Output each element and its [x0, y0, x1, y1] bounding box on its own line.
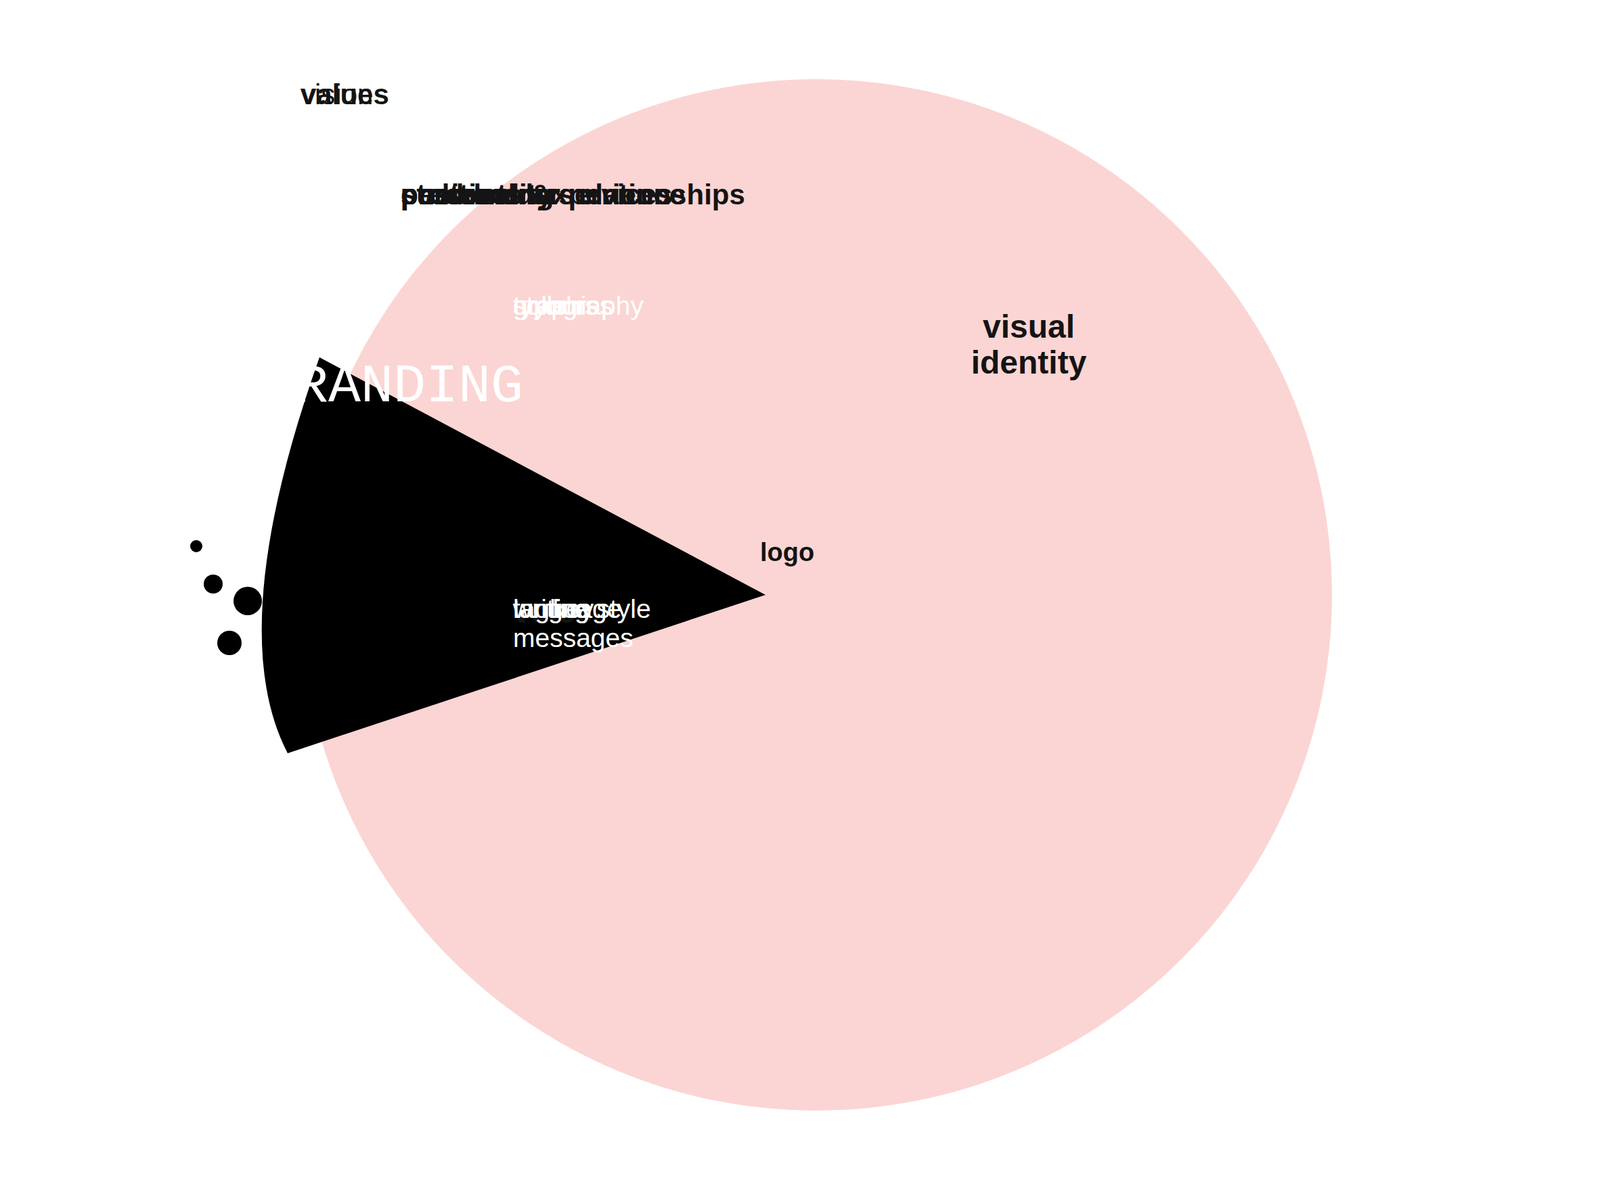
core-label: logo: [760, 538, 815, 568]
element-label: key messages: [513, 594, 634, 654]
ring-label: values: [300, 79, 390, 111]
wedge-title: BRANDING: [263, 357, 524, 417]
wedge-shape: [261, 357, 766, 754]
splash-dot: [233, 586, 262, 616]
splash-dot: [203, 574, 223, 594]
branding-wedge: BRANDING: [263, 357, 766, 754]
element-label: typography: [513, 291, 644, 321]
section-heading: visual identity: [971, 309, 1087, 382]
splash-dot: [190, 540, 203, 553]
splash-dot: [217, 630, 242, 656]
ring-label: customer experience: [400, 179, 685, 211]
